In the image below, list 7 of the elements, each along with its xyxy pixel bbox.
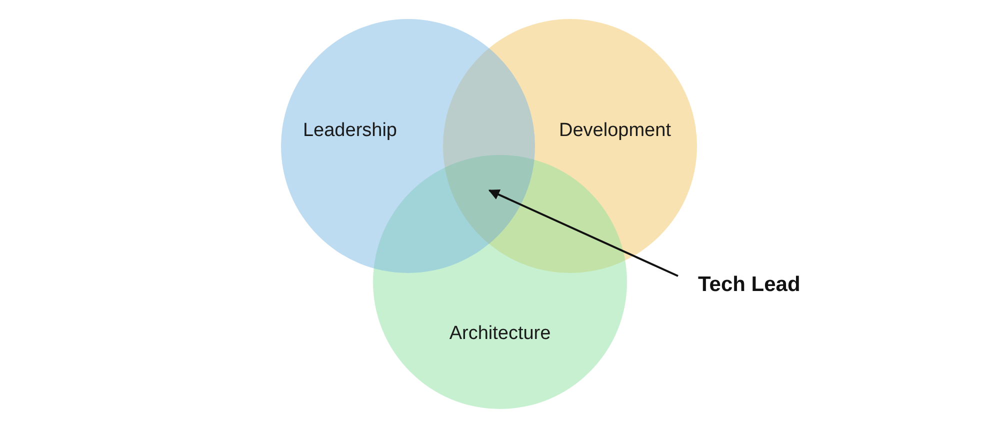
venn-circle [281,19,535,273]
circle-label: Leadership [302,120,398,142]
circle-label: Architecture [449,323,551,345]
leader-arrow [488,189,678,277]
circle-label: Development [559,120,671,142]
overlap-region [444,155,534,244]
callout-label: Tech Lead [678,271,800,299]
